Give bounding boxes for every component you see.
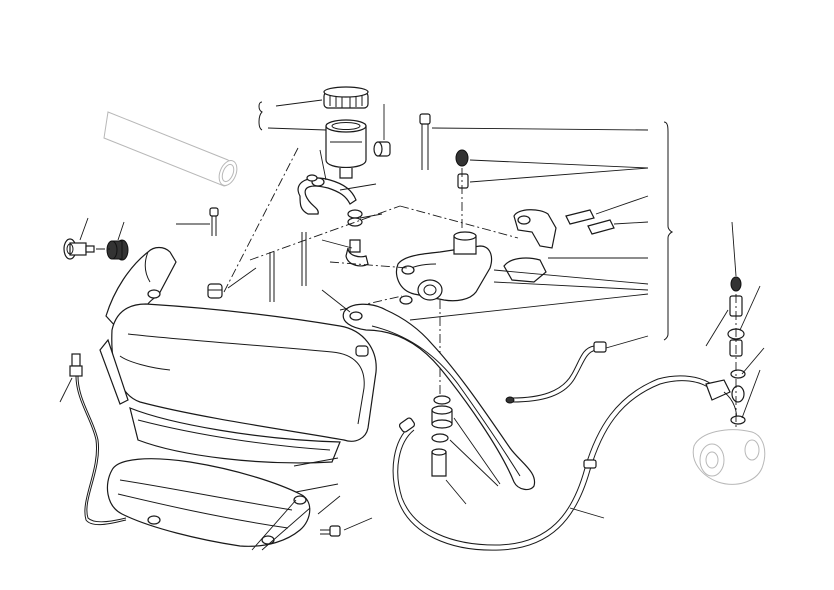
fluid-reservoir-assembly — [258, 86, 391, 179]
lever-adjuster-parts — [431, 395, 501, 505]
pivot-bolt — [269, 113, 649, 302]
clutch-master-cylinder — [223, 121, 674, 396]
bar-end-weight — [63, 217, 129, 261]
switch-and-wire — [59, 353, 127, 526]
switch-cable — [505, 335, 649, 404]
handguard-screw-upper — [176, 207, 257, 299]
slave-cylinder-fittings — [692, 221, 766, 485]
reservoir-hose — [297, 149, 383, 267]
handlebar-grip-ghost — [103, 111, 238, 187]
handguard-assembly — [99, 246, 377, 551]
clutch-lever — [321, 289, 536, 491]
